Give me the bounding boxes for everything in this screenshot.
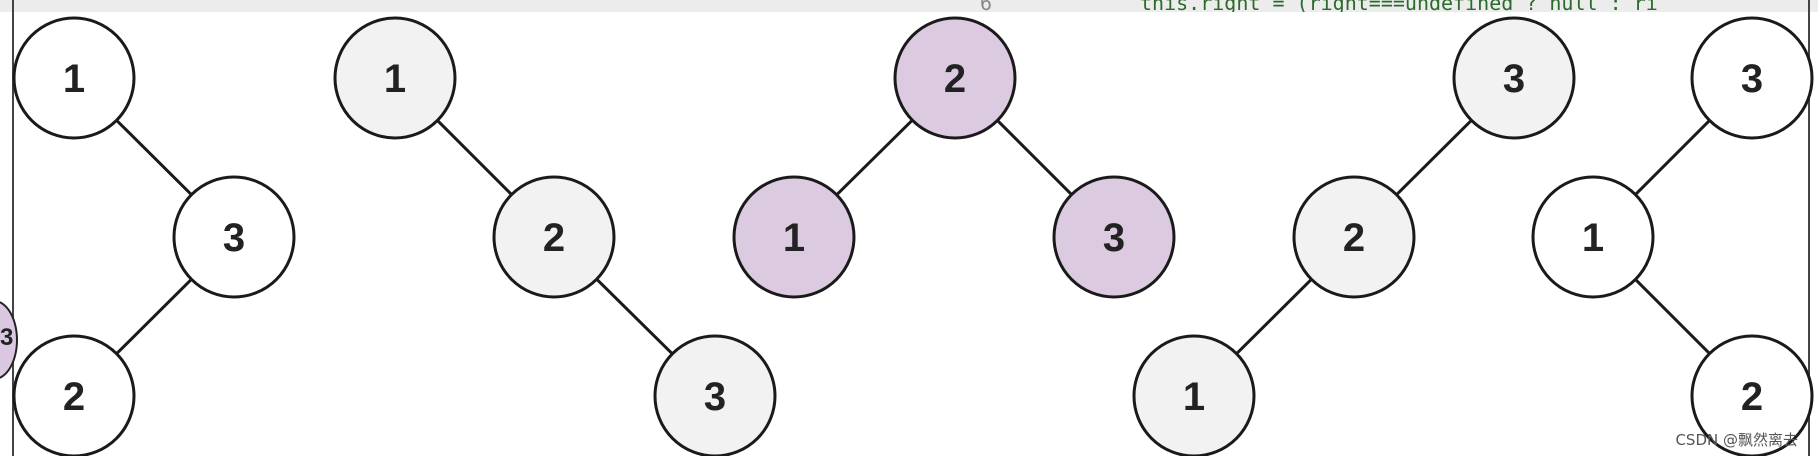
tree-node-label: 3 [1741, 57, 1763, 101]
tree-node [1690, 16, 1814, 140]
partial-node-label: 3 [0, 324, 14, 351]
tree-node-label: 1 [1582, 216, 1604, 260]
tree-edge [835, 119, 914, 196]
tree-2: 1 2 3 [333, 16, 777, 456]
frame-right-border [1808, 0, 1810, 456]
tree-1: 1 3 2 [12, 16, 296, 456]
tree-edge [595, 278, 674, 355]
tree-node [1292, 175, 1416, 299]
tree-node [1132, 334, 1256, 456]
tree-node-label: 1 [63, 57, 85, 101]
tree-node-label: 3 [1503, 57, 1525, 101]
tree-edge [436, 119, 513, 196]
tree-node [1531, 175, 1655, 299]
tree-node [1452, 16, 1576, 140]
tree-edge [1235, 278, 1313, 355]
frame-left-border [12, 0, 14, 456]
tree-node [172, 175, 296, 299]
tree-edge [115, 119, 193, 196]
tree-node [12, 16, 136, 140]
watermark: CSDN @飘然离去 [1675, 431, 1798, 449]
tree-node [732, 175, 856, 299]
tree-node [333, 16, 457, 140]
tree-node [653, 334, 777, 456]
tree-node-label: 1 [1183, 375, 1205, 419]
code-editor-strip: 6 this.right = (right===undefined ? null… [0, 0, 1818, 12]
tree-node [12, 334, 136, 456]
tree-5: 3 1 2 [1531, 16, 1814, 456]
tree-edge [1634, 278, 1711, 355]
tree-3: 2 1 3 [732, 16, 1176, 299]
code-line-number: 6 [980, 0, 993, 12]
tree-node-label: 1 [783, 216, 805, 260]
tree-node-label: 2 [1741, 375, 1763, 419]
tree-node-label: 1 [384, 57, 406, 101]
tree-node-label: 2 [63, 375, 85, 419]
tree-node [492, 175, 616, 299]
tree-node [1052, 175, 1176, 299]
tree-edge [1395, 119, 1473, 196]
tree-edge [1634, 119, 1711, 196]
tree-node-label: 3 [704, 375, 726, 419]
tree-node [1690, 334, 1814, 456]
tree-node-label: 2 [1343, 216, 1365, 260]
tree-edge [115, 278, 193, 355]
tree-node-label: 2 [944, 57, 966, 101]
code-line-text: this.right = (right===undefined ? null :… [1140, 0, 1658, 12]
tree-node-label: 2 [543, 216, 565, 260]
tree-node [893, 16, 1017, 140]
tree-node-label: 3 [1103, 216, 1125, 260]
tree-edge [996, 119, 1073, 196]
tree-node-label: 3 [223, 216, 245, 260]
tree-4: 3 2 1 [1132, 16, 1576, 456]
